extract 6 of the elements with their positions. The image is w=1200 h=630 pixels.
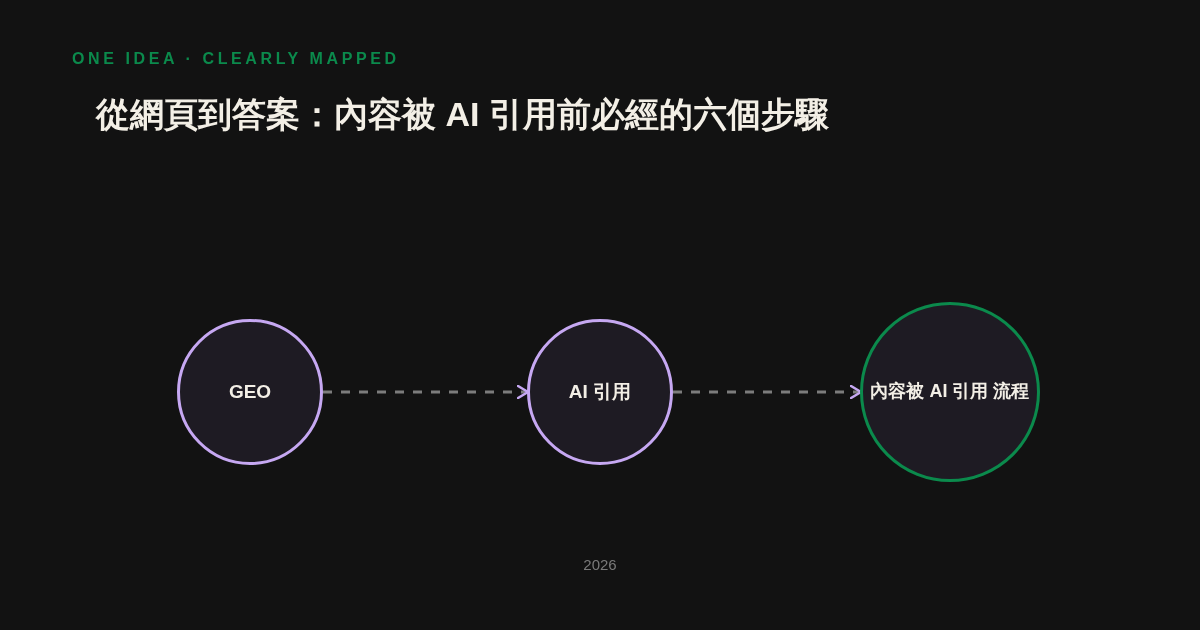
- node-label: 內容被 AI 引用 流程: [870, 380, 1030, 404]
- node-label: GEO: [228, 379, 272, 404]
- eyebrow-label: ONE IDEA · CLEARLY MAPPED: [72, 50, 400, 68]
- footer-note: 2026: [583, 556, 617, 573]
- node-label: AI 引用: [568, 379, 632, 404]
- diagram-title: 從網頁到答案：內容被 AI 引用前必經的六個步驟: [96, 94, 829, 135]
